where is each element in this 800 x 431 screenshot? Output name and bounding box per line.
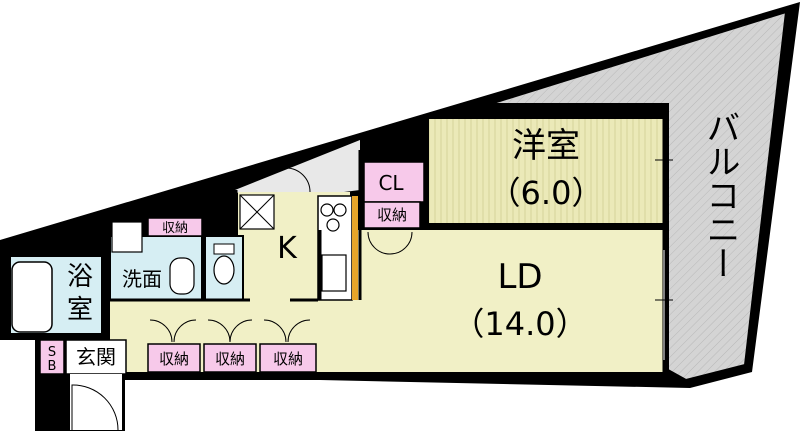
storage-label-bottom-1: 収納 xyxy=(159,350,189,368)
bath-name-1: 浴 xyxy=(67,262,93,292)
bath-name-2: 室 xyxy=(67,295,93,325)
bathtub xyxy=(11,261,53,333)
stove-burner-3 xyxy=(326,218,340,232)
kitchen-accent xyxy=(352,196,358,300)
closet-name: CL xyxy=(378,171,404,195)
toilet-bowl xyxy=(213,255,235,285)
storage-label-ld: 収納 xyxy=(377,206,407,224)
balcony xyxy=(489,10,788,382)
western-room-size: （6.0） xyxy=(489,174,604,212)
storage-bottom-1 xyxy=(147,343,201,373)
shoe-box-label-2: B xyxy=(48,359,57,374)
shelf-box xyxy=(111,221,143,253)
western-room-floor xyxy=(427,117,665,225)
entrance-name: 玄関 xyxy=(76,345,116,369)
washbasin xyxy=(169,257,195,295)
storage-label-bottom-2: 収納 xyxy=(215,350,245,368)
shoe-box xyxy=(39,339,65,375)
kitchen-sink xyxy=(321,254,347,292)
western-room-name: 洋室 xyxy=(512,126,580,166)
storage-label-top: 収納 xyxy=(162,221,188,236)
stove-burner-2 xyxy=(333,203,347,217)
living-dining-name: LD xyxy=(497,257,542,297)
storage-top xyxy=(147,217,203,237)
storage-bottom-3 xyxy=(259,343,317,373)
living-dining-floor xyxy=(320,230,664,372)
closet-floor xyxy=(363,161,425,203)
kitchen-name: K xyxy=(277,231,298,266)
stove-burner-1 xyxy=(320,203,334,217)
balcony-name: バルコニー xyxy=(700,110,740,280)
storage-ld xyxy=(363,201,421,229)
storage-label-bottom-3: 収納 xyxy=(273,350,303,368)
storage-bottom-2 xyxy=(203,343,257,373)
shoe-box-label-1: S xyxy=(48,345,56,360)
entrance-door-area xyxy=(70,374,122,430)
washroom-name: 洗面 xyxy=(122,267,162,291)
entrance-door-swing xyxy=(71,384,119,431)
living-dining-size: （14.0） xyxy=(452,305,587,343)
void-area xyxy=(235,140,360,195)
